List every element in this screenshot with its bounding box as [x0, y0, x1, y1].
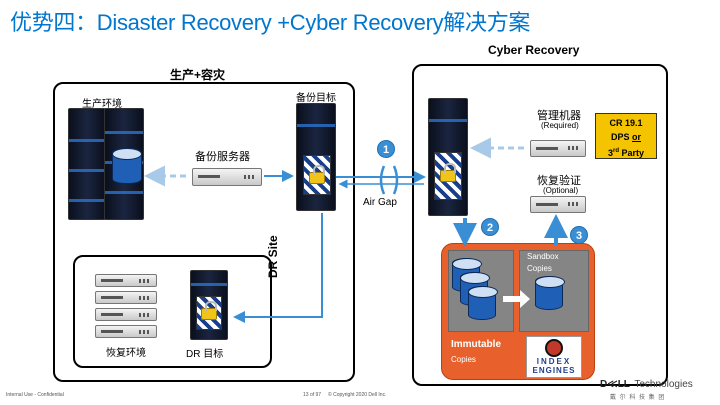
step-3-badge: 3	[570, 226, 588, 244]
backup-server-label: 备份服务器	[195, 151, 250, 163]
air-gap-switch-icon	[379, 165, 399, 195]
backup-server-icon	[192, 168, 262, 186]
backup-target-label: 备份目标	[296, 93, 336, 104]
cr-vault-lock-icon	[440, 163, 456, 182]
technologies-wordmark: Technologies	[634, 379, 693, 390]
dr-target-label: DR 目标	[186, 349, 224, 360]
mgmt-machine-sub: (Required)	[541, 121, 579, 130]
step-2-badge: 2	[481, 218, 499, 236]
mgmt-machine-label: 管理机器	[537, 110, 581, 122]
cr-version-box: CR 19.1 DPS or 3rd Party	[595, 113, 657, 159]
recovery-verify-sub: (Optional)	[543, 186, 579, 195]
recovery-verify-icon	[530, 196, 586, 213]
index-logo-bottom: ENGINES	[532, 366, 576, 375]
production-env-label: 生产环境	[82, 99, 122, 110]
sandbox-title: Sandbox	[527, 252, 559, 261]
cyber-recovery-header: Cyber Recovery	[488, 43, 580, 57]
dr-target-lock-icon	[201, 301, 217, 320]
sandbox-sub: Copies	[527, 264, 552, 273]
sandbox-copy	[535, 276, 565, 310]
cr-version-line1: CR 19.1	[609, 118, 643, 128]
footer-copyright: 13 of 97 © Copyright 2020 Dell Inc.	[303, 392, 387, 398]
mgmt-machine-icon	[530, 140, 586, 157]
immutable-sub: Copies	[451, 355, 476, 364]
arrow-dr-replication	[233, 213, 323, 323]
dell-logo: D≪LL	[600, 379, 630, 390]
immutable-copy-3	[468, 286, 498, 320]
footer-classification: Internal Use - Confidential	[6, 392, 64, 398]
backup-target-lock-icon	[309, 165, 325, 184]
production-dr-header: 生产+容灾	[170, 68, 226, 82]
production-database-icon	[112, 148, 142, 184]
immutable-title: Immutable	[451, 339, 502, 350]
recovery-server-2	[95, 291, 157, 304]
recovery-server-3	[95, 308, 157, 321]
footer-brand: D≪LL Technologies 戴 尔 科 技 集 团	[600, 374, 718, 401]
index-engines-logo: INDEX ENGINES	[526, 336, 582, 378]
recovery-server-4	[95, 325, 157, 338]
air-gap-label: Air Gap	[363, 197, 397, 208]
cr-version-line3: 3rd Party	[607, 148, 645, 158]
arrow-copy-to-sandbox	[503, 290, 530, 308]
step-1-badge: 1	[377, 140, 395, 158]
cr-version-line2: DPS or	[610, 132, 641, 142]
page-title: 优势四：Disaster Recovery +Cyber Recovery解决方…	[10, 10, 531, 35]
recovery-verify-label: 恢复验证	[537, 175, 581, 187]
recovery-env-label: 恢复环境	[106, 348, 146, 359]
index-logo-top: INDEX	[536, 357, 572, 366]
footer-brand-sub: 戴 尔 科 技 集 团	[610, 395, 666, 401]
crosshair-icon	[545, 339, 563, 357]
recovery-server-1	[95, 274, 157, 287]
